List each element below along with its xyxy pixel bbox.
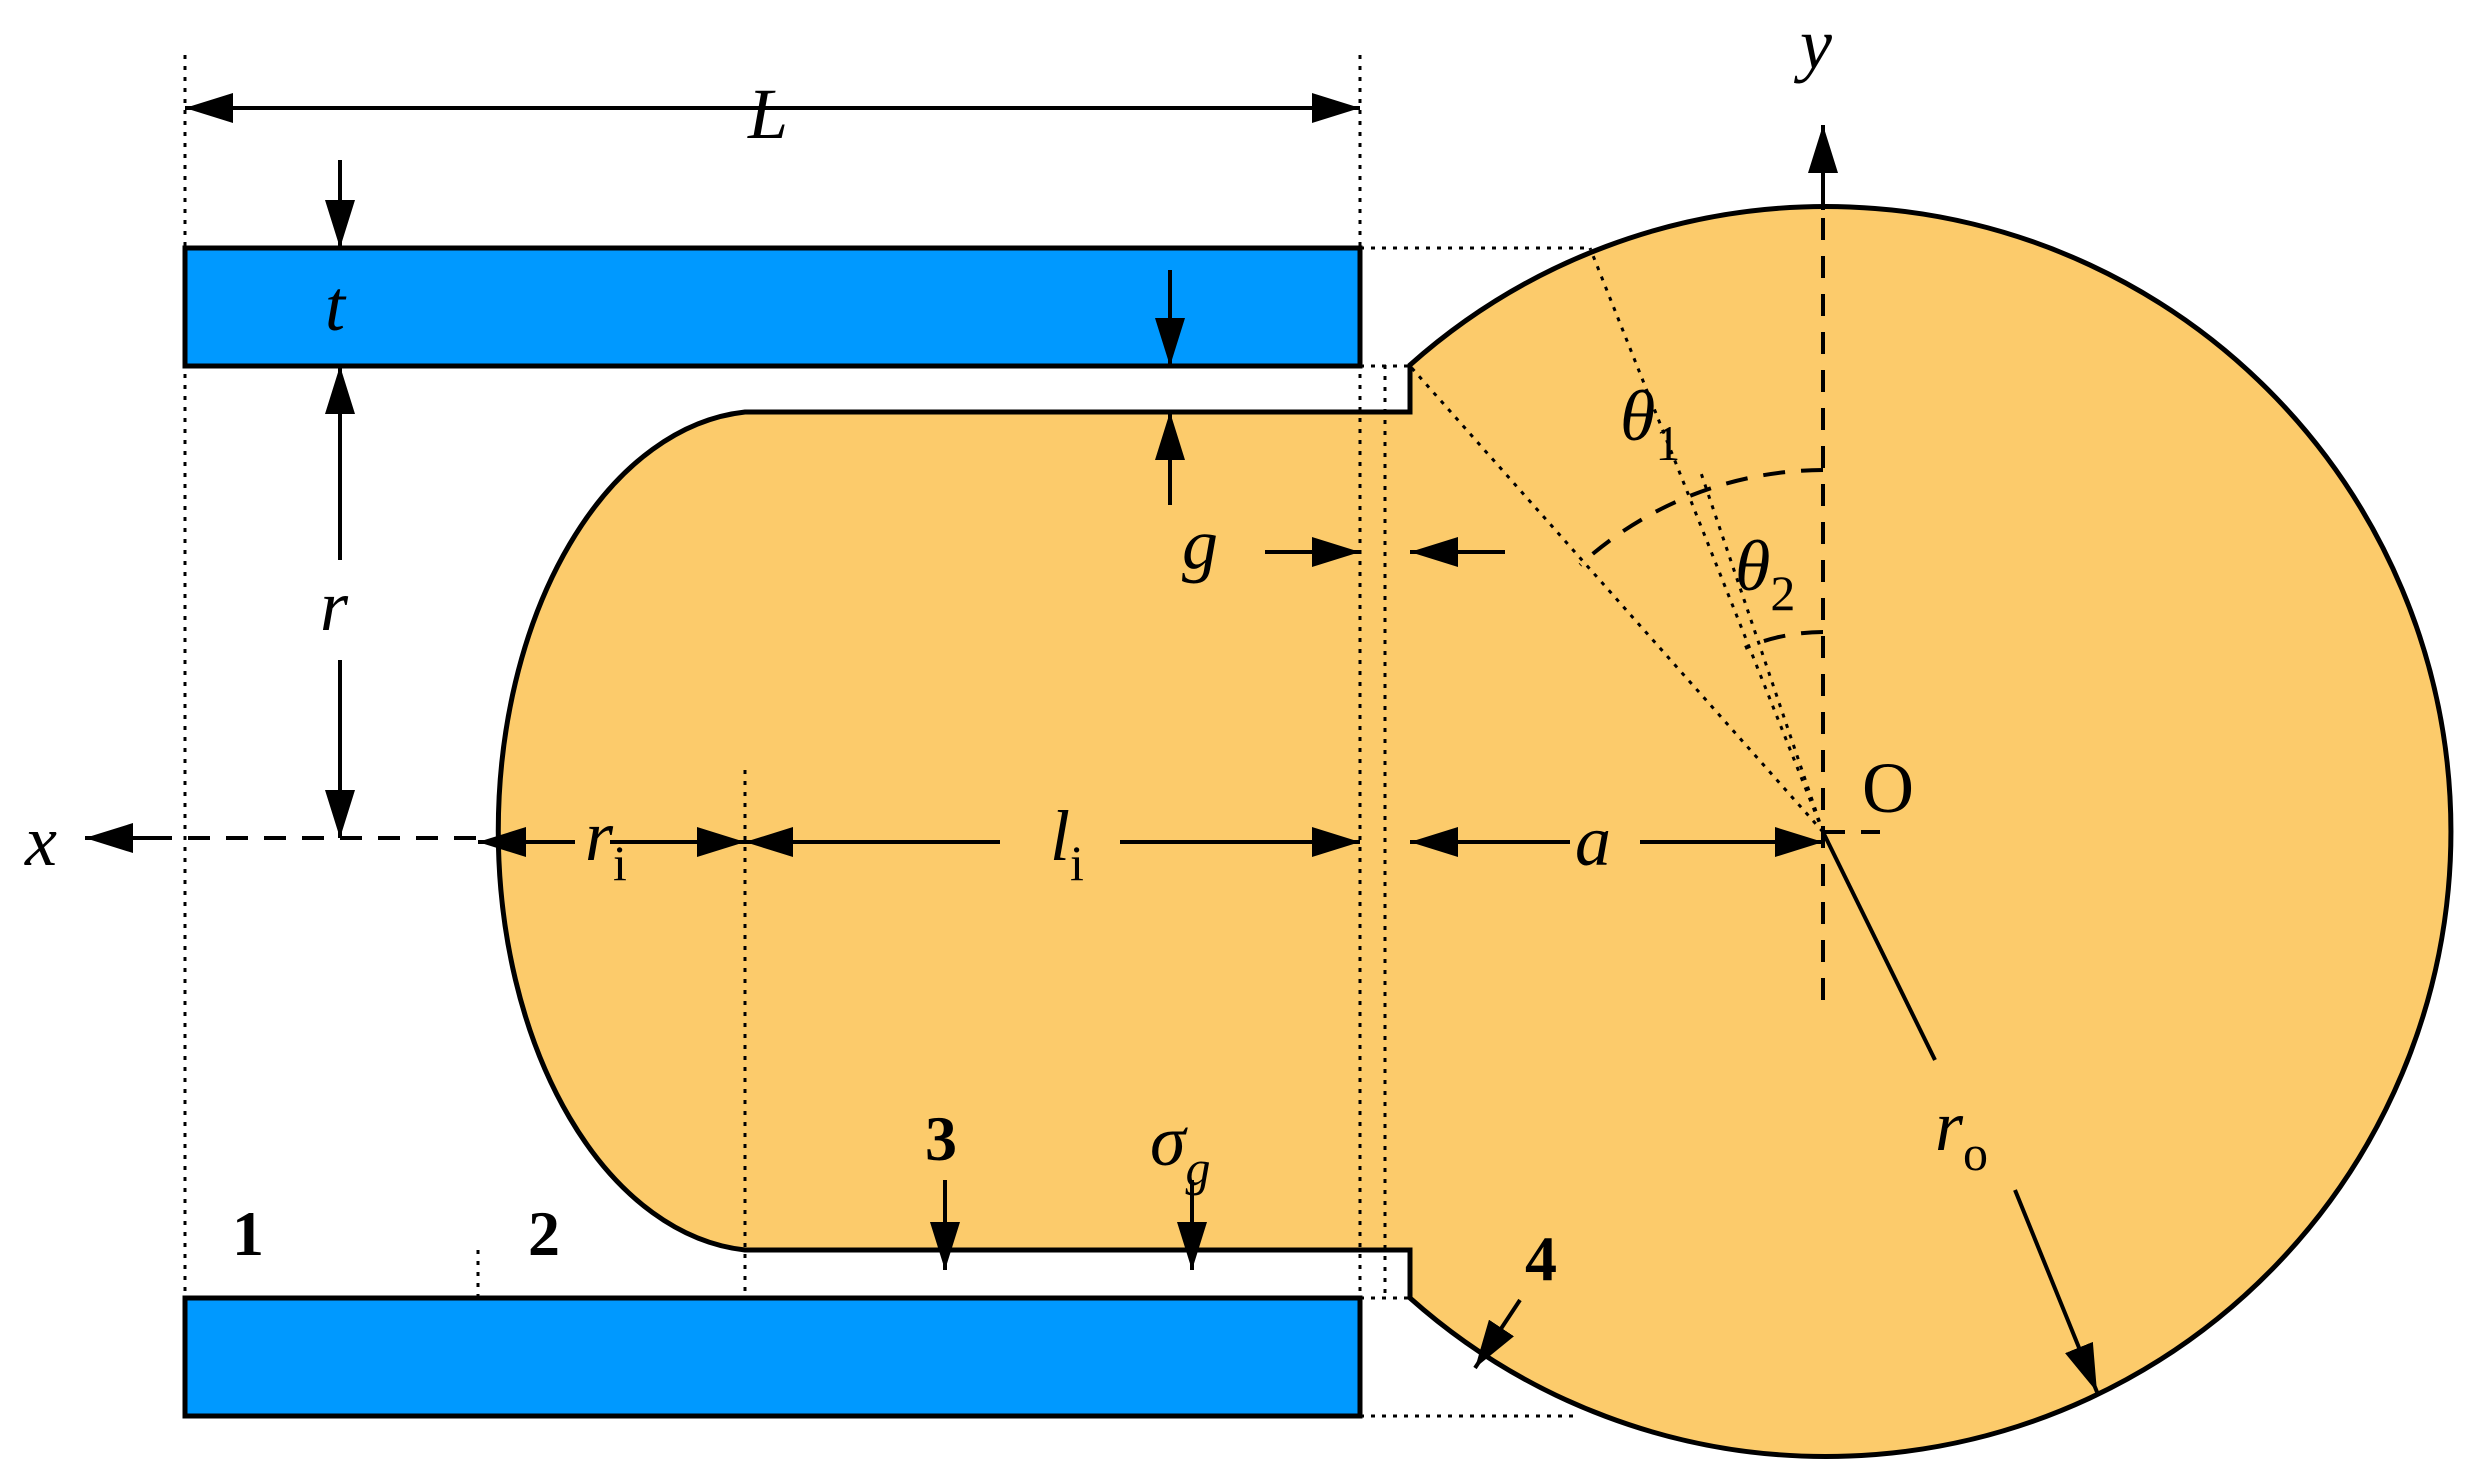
region-label-2: 2 [528,1198,560,1269]
dotted-guides [183,55,1825,1418]
conductor-body [495,204,2454,1459]
upper-plate [182,245,1363,369]
label-l-i: li [1050,796,1084,891]
label-r-o: ro [1935,1086,1988,1181]
region-label-3: 3 [925,1103,957,1174]
axes [85,125,1880,1000]
label-origin: O [1862,748,1914,828]
label-t: t [325,266,347,346]
region-label-4: 4 [1525,1223,1557,1294]
label-a: a [1575,801,1611,881]
label-sigma-g: σg [1150,1101,1211,1196]
label-g: g [1182,504,1218,584]
label-theta-2: θ2 [1735,526,1795,621]
label-y: y [1793,4,1832,84]
label-theta-1: θ1 [1620,376,1680,471]
region-label-1: 1 [232,1198,264,1269]
dimension-arrows [185,93,2099,1393]
label-r: r [320,566,349,646]
lower-plate [182,1295,1363,1419]
label-L: L [747,74,788,154]
label-x: x [24,801,57,881]
label-r-i: ri [585,796,627,891]
